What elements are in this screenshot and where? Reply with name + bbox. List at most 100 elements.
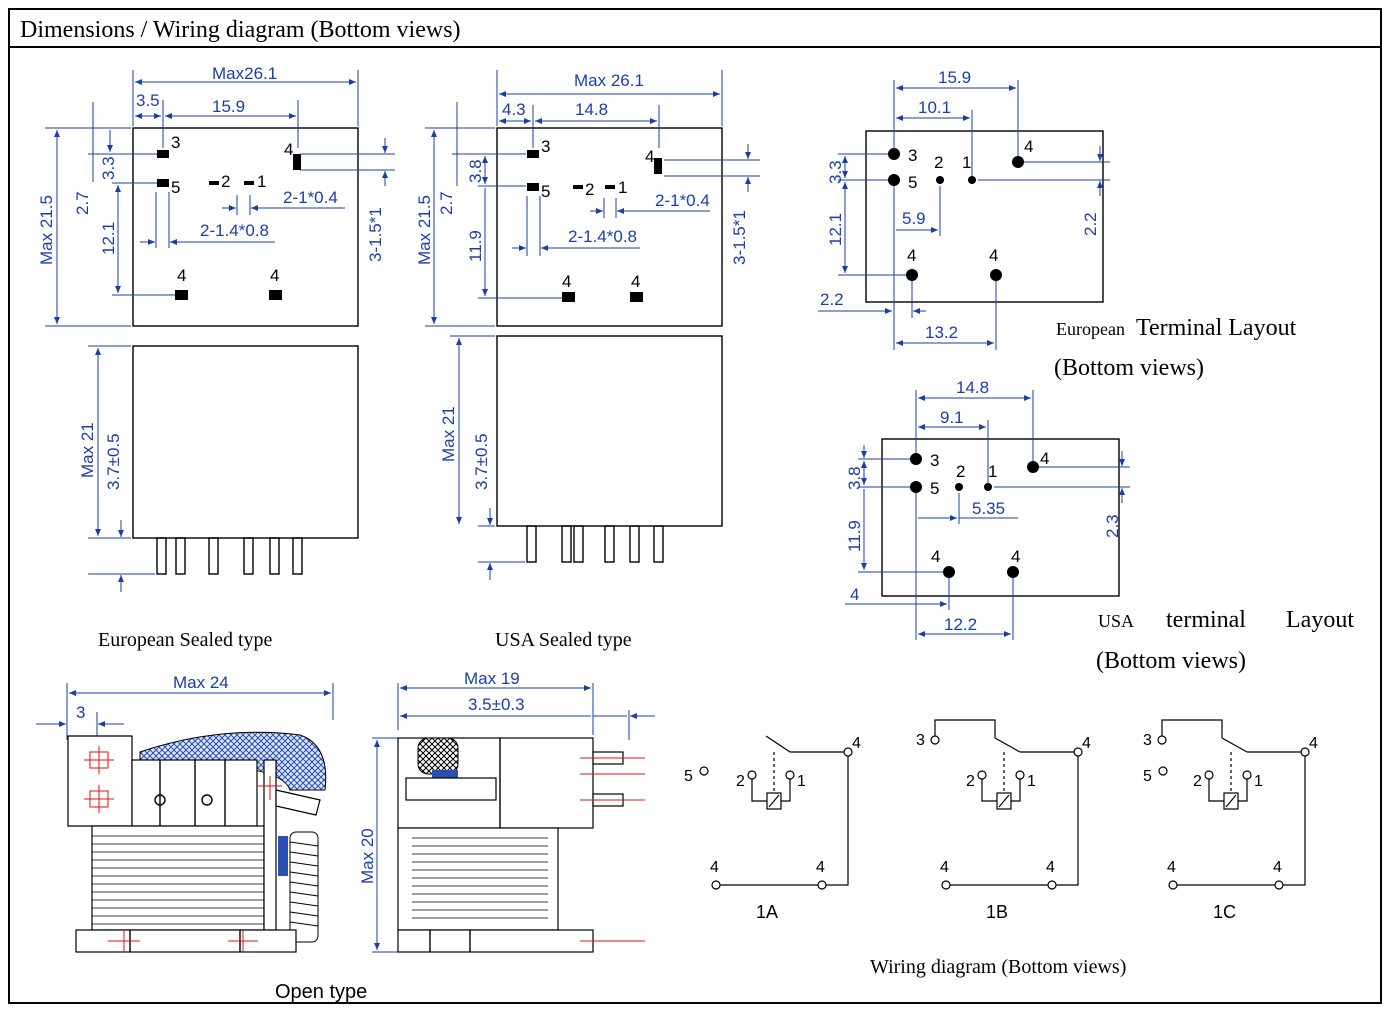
pin-label: 4 (940, 859, 949, 876)
section-title: Dimensions / Wiring diagram (Bottom view… (20, 17, 461, 43)
euro-side-outline (132, 345, 359, 539)
svg-text:2: 2 (956, 462, 965, 481)
svg-text:3: 3 (541, 137, 550, 156)
pin-label: 5 (684, 768, 693, 785)
svg-text:14.8: 14.8 (575, 100, 608, 119)
pin-label: 4 (710, 859, 719, 876)
svg-text:Max 21: Max 21 (78, 422, 97, 478)
svg-text:2: 2 (934, 153, 943, 172)
svg-text:3.5±0.3: 3.5±0.3 (468, 695, 525, 714)
euro-offset-dim: 3.5 (136, 91, 160, 110)
terminal-circle (1073, 747, 1083, 757)
svg-text:3-1.5*1: 3-1.5*1 (366, 207, 385, 262)
svg-text:12.1: 12.1 (99, 222, 118, 255)
usa-top-outline (496, 127, 723, 327)
svg-text:5: 5 (541, 182, 550, 201)
svg-text:9.1: 9.1 (940, 408, 964, 427)
wiring-diagram-label: 1C (1213, 902, 1236, 922)
euro-width-dim: Max26.1 (212, 64, 277, 83)
pin-label: 3 (916, 732, 925, 749)
svg-text:Max 21: Max 21 (439, 406, 458, 462)
svg-text:3.3: 3.3 (826, 160, 845, 184)
wiring-caption: Wiring diagram (Bottom views) (870, 956, 1126, 978)
svg-text:3: 3 (908, 146, 917, 165)
terminal-circle (1274, 880, 1284, 890)
wiring-diagram-label: 1B (986, 902, 1008, 922)
pin-label: 4 (816, 859, 825, 876)
svg-text:13.2: 13.2 (925, 323, 958, 342)
svg-text:Max 24: Max 24 (173, 673, 229, 692)
svg-text:4: 4 (1040, 449, 1049, 468)
svg-text:Max 21.5: Max 21.5 (415, 195, 434, 265)
svg-text:4: 4 (645, 147, 654, 166)
terminal-circle (930, 735, 940, 745)
svg-text:1: 1 (962, 153, 971, 172)
svg-text:5: 5 (930, 479, 939, 498)
svg-text:2-1*0.4: 2-1*0.4 (283, 188, 338, 207)
open-type-drawing: Max 24 3 (36, 669, 655, 1003)
open-type-caption: Open type (275, 981, 367, 1003)
euro-layout-caption: Terminal Layout (1136, 315, 1297, 341)
terminal-circle (1242, 770, 1252, 780)
wiring-diagram-label: 1A (756, 902, 778, 922)
pin-label: 2 (736, 773, 745, 790)
terminal-circle (1300, 747, 1310, 757)
svg-text:4: 4 (989, 246, 998, 265)
svg-text:Max 26.1: Max 26.1 (574, 71, 644, 90)
usa-side-outline (496, 335, 723, 527)
usa-sealed-drawing: Max 26.1 4.3 14.8 Max 21.5 2.7 3.8 11.9 … (415, 70, 760, 651)
svg-text:2.2: 2.2 (820, 290, 844, 309)
svg-text:European Terminal Layout: European Terminal Layout (1056, 315, 1297, 341)
wiring-diagrams (699, 719, 1310, 890)
svg-text:1: 1 (618, 178, 627, 197)
svg-text:4: 4 (562, 272, 571, 291)
svg-text:2.3: 2.3 (1103, 514, 1122, 538)
svg-text:2.2: 2.2 (1081, 212, 1100, 236)
pin-label: 1 (797, 773, 806, 790)
svg-text:15.9: 15.9 (938, 68, 971, 87)
svg-text:10.1: 10.1 (918, 98, 951, 117)
svg-text:11.9: 11.9 (845, 520, 864, 552)
svg-text:1: 1 (257, 172, 266, 191)
svg-text:1: 1 (988, 462, 997, 481)
pin-label: 5 (1143, 768, 1152, 785)
svg-text:3.8: 3.8 (466, 159, 485, 183)
pin-label: 4 (1167, 859, 1176, 876)
datasheet-frame: Dimensions / Wiring diagram (Bottom view… (8, 8, 1382, 1004)
svg-text:USA: USA (1098, 611, 1134, 631)
terminal-circle (1015, 770, 1025, 780)
usa-terminal-layout: 3 5 2 1 4 4 4 14.8 9.1 3.8 11.9 5.35 2.3 (845, 378, 1354, 674)
svg-text:3.7±0.5: 3.7±0.5 (472, 433, 491, 490)
euro-pitch-dim: 15.9 (212, 97, 245, 116)
svg-text:2.7: 2.7 (437, 191, 456, 215)
terminal-circle (711, 880, 721, 890)
euro-sealed-caption: European Sealed type (98, 629, 272, 651)
pin-label: 4 (1082, 735, 1091, 752)
euro-layout-caption-small: European (1056, 319, 1125, 339)
pin-label: 1 (1027, 773, 1036, 790)
svg-text:4: 4 (931, 547, 940, 566)
svg-text:3.8: 3.8 (845, 466, 864, 490)
usa-layout-caption-line2: (Bottom views) (1096, 648, 1246, 674)
svg-text:4: 4 (907, 246, 916, 265)
svg-text:Max 20: Max 20 (358, 828, 377, 884)
svg-text:4: 4 (1024, 137, 1033, 156)
svg-text:2-1.4*0.8: 2-1.4*0.8 (200, 221, 269, 240)
svg-text:3: 3 (930, 451, 939, 470)
svg-text:4: 4 (177, 266, 186, 285)
svg-text:2: 2 (585, 180, 594, 199)
svg-text:12.1: 12.1 (826, 213, 845, 246)
pin-label: 2 (966, 773, 975, 790)
pin-label: 4 (1273, 859, 1282, 876)
svg-text:12.2: 12.2 (944, 615, 977, 634)
terminal-circle (699, 766, 709, 776)
terminal-circle (817, 880, 827, 890)
terminal-circle (1158, 766, 1168, 776)
svg-text:3.3: 3.3 (99, 156, 118, 180)
terminal-circle (1168, 880, 1178, 890)
euro-terminal-layout: 3 5 2 1 4 4 4 15.9 10.1 3.3 12.1 5.9 2.2… (818, 68, 1297, 381)
terminal-circle (977, 770, 987, 780)
pin-label: 4 (852, 735, 861, 752)
svg-text:3: 3 (171, 133, 180, 152)
